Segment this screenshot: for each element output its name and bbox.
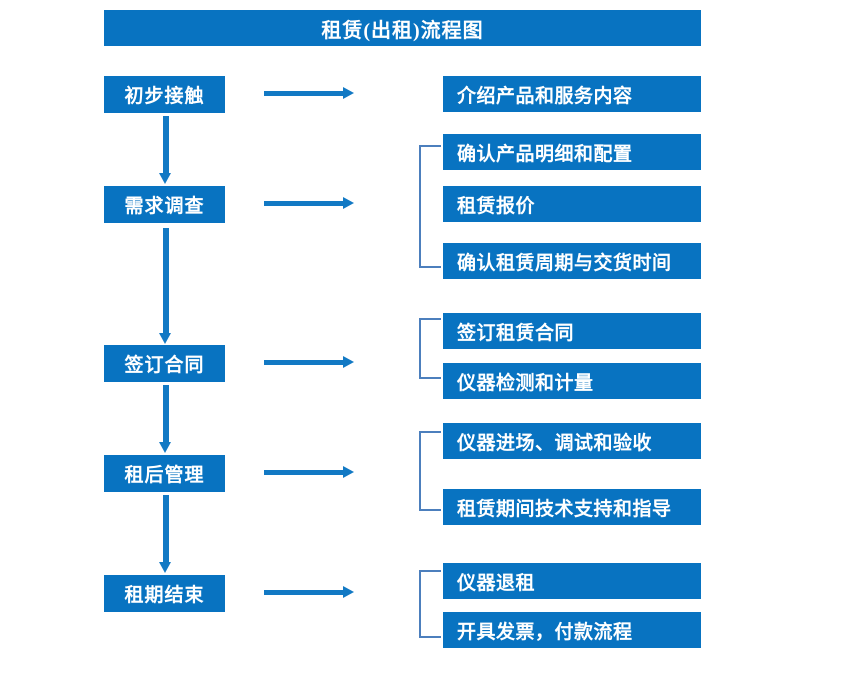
arrow-shaft	[163, 228, 169, 333]
stage-box-post-rental-management[interactable]: 租后管理	[104, 455, 225, 492]
arrow-shaft	[163, 116, 169, 173]
arrow-shaft	[264, 201, 343, 206]
horizontal-arrow-initial-contact	[264, 87, 354, 100]
arrow-head-icon	[159, 562, 171, 573]
vertical-arrow-contract-to-management	[159, 385, 172, 453]
vertical-arrow-management-to-end	[159, 495, 172, 573]
arrow-head-icon	[159, 442, 171, 453]
detail-box-instrument-inspection[interactable]: 仪器检测和计量	[443, 363, 701, 399]
horizontal-arrow-rental-end	[264, 586, 354, 599]
arrow-shaft	[264, 91, 343, 96]
detail-box-instrument-installation[interactable]: 仪器进场、调试和验收	[443, 423, 701, 459]
detail-box-confirm-product-details[interactable]: 确认产品明细和配置	[443, 134, 701, 170]
arrow-head-icon	[343, 586, 354, 598]
detail-box-invoice-payment[interactable]: 开具发票，付款流程	[443, 612, 701, 648]
arrow-shaft	[264, 470, 343, 475]
vertical-arrow-contact-to-survey	[159, 116, 172, 184]
arrow-head-icon	[343, 87, 354, 99]
arrow-shaft	[163, 495, 169, 562]
detail-box-rental-quotation[interactable]: 租赁报价	[443, 186, 701, 222]
stage-box-initial-contact[interactable]: 初步接触	[104, 76, 225, 113]
detail-box-sign-rental-contract[interactable]: 签订租赁合同	[443, 313, 701, 349]
arrow-shaft	[264, 590, 343, 595]
arrow-head-icon	[343, 197, 354, 209]
stage-box-requirement-survey[interactable]: 需求调查	[104, 186, 225, 223]
bracket-post-rental-group	[419, 431, 441, 511]
diagram-title: 租赁(出租)流程图	[104, 10, 701, 46]
arrow-head-icon	[159, 333, 171, 344]
detail-box-technical-support[interactable]: 租赁期间技术支持和指导	[443, 489, 701, 525]
arrow-head-icon	[343, 466, 354, 478]
stage-box-sign-contract[interactable]: 签订合同	[104, 345, 225, 382]
horizontal-arrow-sign-contract	[264, 356, 354, 369]
bracket-rental-end-group	[419, 570, 441, 638]
arrow-head-icon	[159, 173, 171, 184]
bracket-sign-contract-group	[419, 318, 441, 379]
stage-box-rental-end[interactable]: 租期结束	[104, 575, 225, 612]
detail-box-instrument-return[interactable]: 仪器退租	[443, 563, 701, 599]
vertical-arrow-survey-to-contract	[159, 228, 172, 344]
horizontal-arrow-requirement-survey	[264, 197, 354, 210]
arrow-shaft	[264, 360, 343, 365]
detail-box-introduce-products[interactable]: 介绍产品和服务内容	[443, 76, 701, 112]
bracket-requirement-survey-group	[419, 145, 441, 268]
horizontal-arrow-post-rental-management	[264, 466, 354, 479]
arrow-shaft	[163, 385, 169, 442]
arrow-head-icon	[343, 356, 354, 368]
detail-box-confirm-rental-period[interactable]: 确认租赁周期与交货时间	[443, 243, 701, 279]
